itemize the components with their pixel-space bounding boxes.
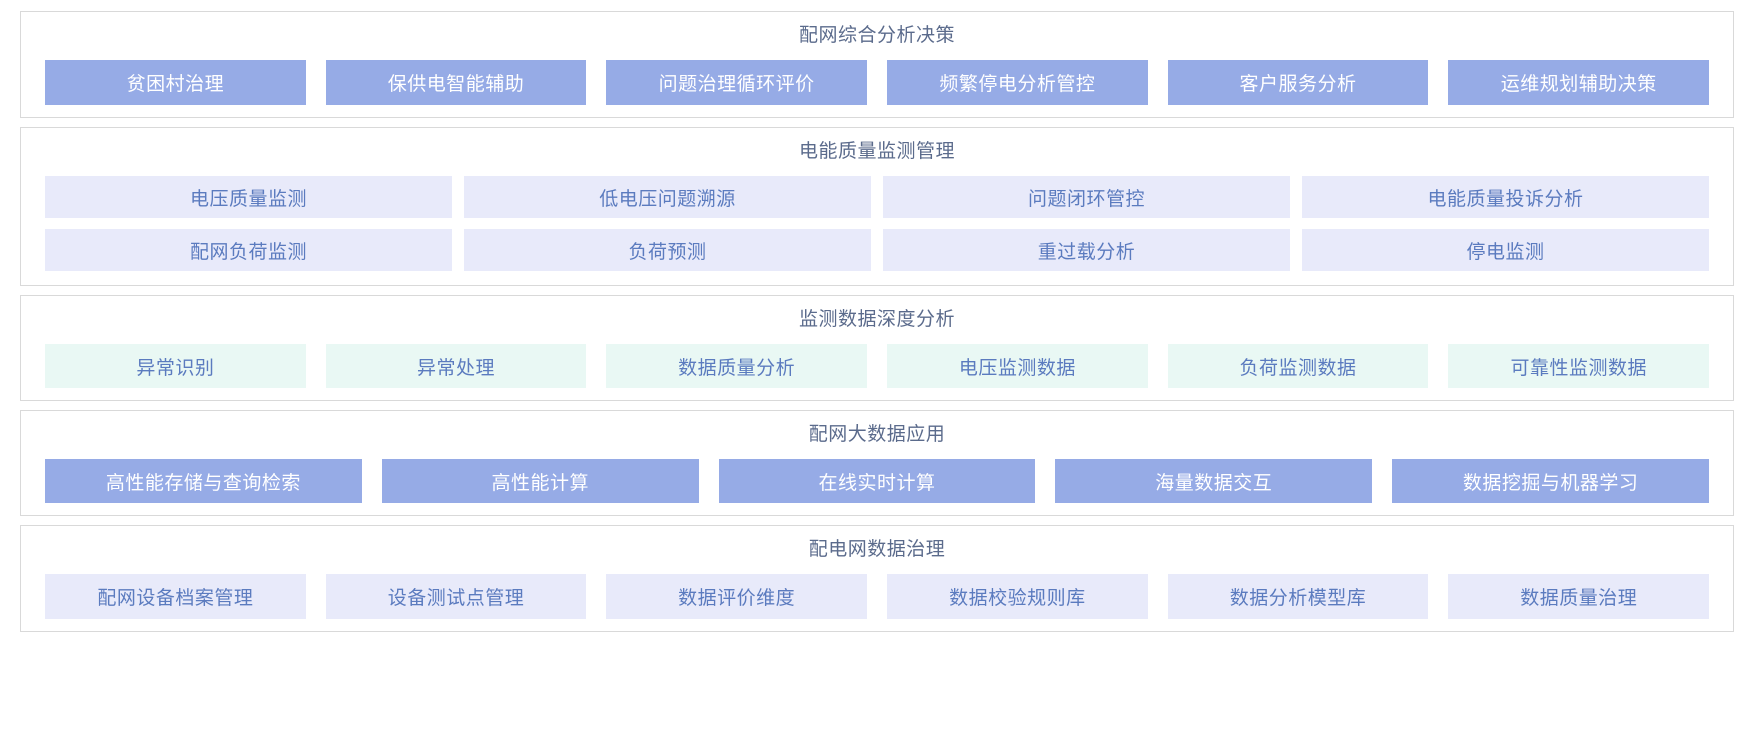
section-row: 配网设备档案管理设备测试点管理数据评价维度数据校验规则库数据分析模型库数据质量治… [21, 574, 1733, 619]
module-tile[interactable]: 数据评价维度 [606, 574, 868, 619]
module-tile[interactable]: 海量数据交互 [1055, 459, 1373, 503]
module-tile[interactable]: 频繁停电分析管控 [887, 60, 1148, 105]
section-row: 贫困村治理保供电智能辅助问题治理循环评价频繁停电分析管控客户服务分析运维规划辅助… [21, 60, 1733, 105]
section-row: 配网负荷监测负荷预测重过载分析停电监测 [21, 229, 1733, 271]
section-distribution-network-bigdata-application: 配网大数据应用高性能存储与查询检索高性能计算在线实时计算海量数据交互数据挖掘与机… [20, 410, 1734, 516]
module-tile[interactable]: 高性能存储与查询检索 [45, 459, 362, 503]
module-tile[interactable]: 保供电智能辅助 [325, 60, 587, 105]
section-title-distribution-network-data-governance: 配电网数据治理 [808, 539, 946, 560]
section-title-distribution-network-bigdata-application: 配网大数据应用 [808, 424, 946, 445]
module-tile[interactable]: 配网设备档案管理 [45, 574, 306, 619]
section-row: 电压质量监测低电压问题溯源问题闭环管控电能质量投诉分析 [21, 176, 1733, 218]
module-tile[interactable]: 数据质量治理 [1448, 574, 1710, 619]
module-tile[interactable]: 负荷监测数据 [1167, 344, 1429, 388]
module-tile[interactable]: 重过载分析 [883, 229, 1290, 271]
module-tile[interactable]: 低电压问题溯源 [464, 176, 871, 218]
section-row: 异常识别异常处理数据质量分析电压监测数据负荷监测数据可靠性监测数据 [21, 344, 1733, 388]
section-comprehensive-analysis-decision: 配网综合分析决策贫困村治理保供电智能辅助问题治理循环评价频繁停电分析管控客户服务… [20, 11, 1734, 118]
module-tile[interactable]: 问题治理循环评价 [606, 60, 868, 105]
section-monitoring-data-deep-analysis: 监测数据深度分析异常识别异常处理数据质量分析电压监测数据负荷监测数据可靠性监测数… [20, 295, 1734, 401]
module-tile[interactable]: 客户服务分析 [1167, 60, 1429, 105]
section-power-quality-monitoring-management: 电能质量监测管理电压质量监测低电压问题溯源问题闭环管控电能质量投诉分析配网负荷监… [20, 127, 1734, 286]
module-tile[interactable]: 数据分析模型库 [1167, 574, 1429, 619]
module-tile[interactable]: 停电监测 [1302, 229, 1709, 271]
module-tile[interactable]: 配网负荷监测 [45, 229, 452, 271]
module-tile[interactable]: 贫困村治理 [45, 60, 306, 105]
module-tile[interactable]: 高性能计算 [381, 459, 699, 503]
section-title-power-quality-monitoring-management: 电能质量监测管理 [798, 141, 955, 162]
module-tile[interactable]: 数据质量分析 [606, 344, 868, 388]
section-distribution-network-data-governance: 配电网数据治理配网设备档案管理设备测试点管理数据评价维度数据校验规则库数据分析模… [20, 525, 1734, 632]
module-tile[interactable]: 异常识别 [45, 344, 306, 388]
module-tile[interactable]: 在线实时计算 [718, 459, 1036, 503]
module-tile[interactable]: 运维规划辅助决策 [1448, 60, 1710, 105]
module-tile[interactable]: 异常处理 [325, 344, 587, 388]
module-tile[interactable]: 数据挖掘与机器学习 [1392, 459, 1709, 503]
module-tile[interactable]: 负荷预测 [464, 229, 871, 271]
module-tile[interactable]: 电压质量监测 [45, 176, 452, 218]
module-tile[interactable]: 电能质量投诉分析 [1302, 176, 1709, 218]
section-title-comprehensive-analysis-decision: 配网综合分析决策 [798, 25, 955, 46]
section-title-monitoring-data-deep-analysis: 监测数据深度分析 [798, 309, 955, 330]
section-row: 高性能存储与查询检索高性能计算在线实时计算海量数据交互数据挖掘与机器学习 [21, 459, 1733, 503]
module-tile[interactable]: 可靠性监测数据 [1448, 344, 1710, 388]
module-tile[interactable]: 数据校验规则库 [887, 574, 1148, 619]
module-tile[interactable]: 设备测试点管理 [325, 574, 587, 619]
module-tile[interactable]: 电压监测数据 [887, 344, 1148, 388]
module-tile[interactable]: 问题闭环管控 [883, 176, 1290, 218]
